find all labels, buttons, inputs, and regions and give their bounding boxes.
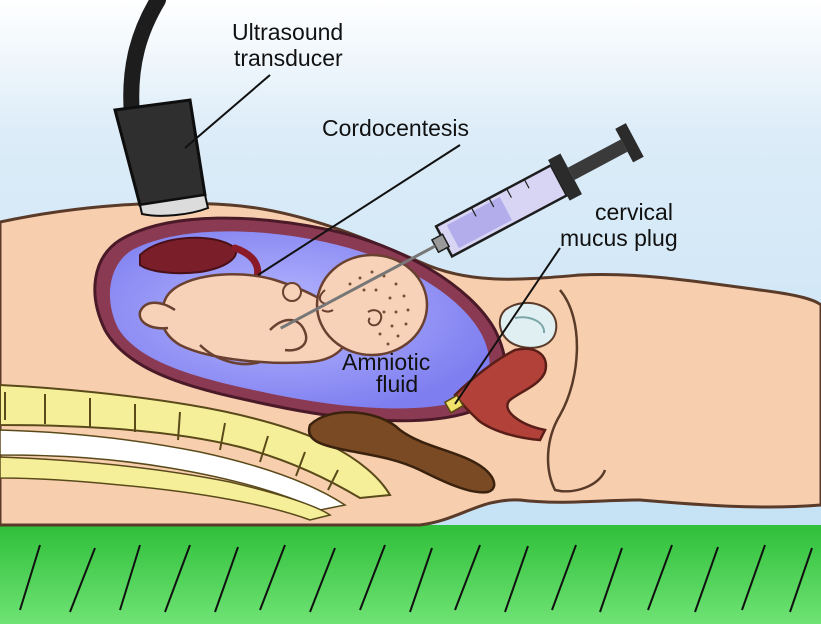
label-cordocentesis: Cordocentesis — [322, 115, 469, 141]
label-cervical-2: mucus plug — [560, 225, 678, 251]
grass-ground — [0, 525, 821, 624]
label-amniotic-2: fluid — [376, 371, 418, 397]
label-transducer-1: Ultrasound — [232, 19, 343, 45]
label-cervical-1: cervical — [595, 199, 673, 225]
label-transducer-2: transducer — [234, 45, 343, 71]
